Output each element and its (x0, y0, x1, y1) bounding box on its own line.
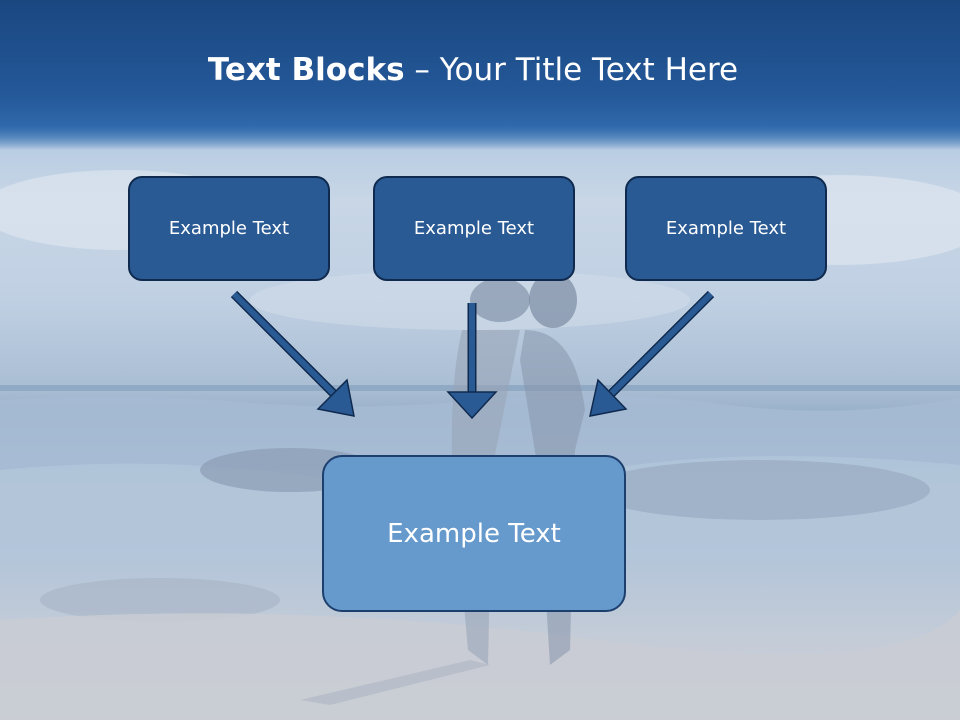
text-block-right[interactable]: Example Text (625, 176, 827, 281)
text-block-left[interactable]: Example Text (128, 176, 330, 281)
slide-title-separator: – (404, 52, 440, 88)
slide-title: Text Blocks – Your Title Text Here (0, 52, 946, 88)
slide-title-bold: Text Blocks (207, 52, 405, 88)
text-block-center[interactable]: Example Text (373, 176, 575, 281)
text-block-left-label: Example Text (168, 218, 290, 239)
text-block-main-label: Example Text (387, 518, 561, 549)
title-bar (0, 0, 960, 150)
text-block-main[interactable]: Example Text (322, 455, 626, 612)
text-block-center-label: Example Text (413, 218, 535, 239)
text-block-right-label: Example Text (665, 218, 787, 239)
slide-title-rest: Your Title Text Here (439, 52, 739, 88)
